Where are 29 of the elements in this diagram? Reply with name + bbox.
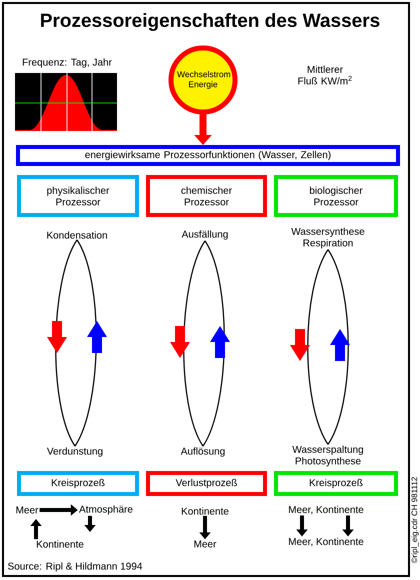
chart-title: Frequenz: Tag, Jahr: [22, 58, 112, 68]
process-box: physikalischer Prozessor: [17, 175, 139, 217]
process-label: Wassersynthese Respiration: [291, 228, 364, 248]
process-box: biologischer Prozessor: [274, 175, 398, 217]
process-label: Auflösung: [180, 447, 225, 457]
cycle-line: [307, 249, 329, 445]
process-label: Meer: [16, 506, 38, 514]
title: Prozessoreigenschaften des Wassers: [41, 13, 380, 31]
process-label: Wasserspaltung Photosynthese: [292, 446, 364, 466]
process-box: energiewirksame Prozessorfunktionen (Wasser, Zellen): [16, 145, 400, 166]
copyright-note: ©ripl_eig.cdr CH 981112: [411, 477, 419, 564]
process-label: Atmosphäre: [79, 505, 132, 515]
cycle-line: [327, 249, 349, 445]
process-label: Meer, Kontinente: [289, 538, 364, 546]
process-label: Kontinente: [182, 507, 228, 515]
process-label: Kondensation: [47, 231, 107, 239]
process-label: Meer: [194, 540, 216, 548]
process-label: Ausfällung: [182, 230, 228, 240]
process-label: Kontinente: [36, 540, 84, 548]
source-note: Source: Ripl & Hildmann 1994: [8, 562, 142, 572]
process-box: Kreisprozeß: [274, 471, 398, 496]
process-box: Verlustprozeß: [146, 471, 267, 496]
process-label: Verdunstung: [46, 447, 102, 457]
flux-label: Mittlerer Fluß KW/m$^{2}$: [298, 66, 352, 84]
process-box: Kreisprozeß: [17, 471, 139, 496]
process-label: Meer, Kontinente: [289, 506, 364, 514]
cycle-line: [202, 240, 225, 446]
cycle-line: [183, 240, 206, 446]
process-box: chemischer Prozessor: [146, 175, 267, 217]
